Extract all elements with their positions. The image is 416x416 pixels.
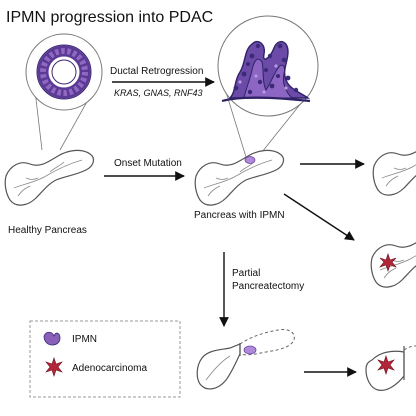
onset-mutation-label: Onset Mutation: [114, 158, 182, 169]
legend: IPMN Adenocarcinoma: [29, 320, 181, 398]
pancreas-with-ipmn: [194, 149, 285, 206]
pancreas-with-adenocarcinoma: [370, 231, 416, 288]
epithelial-ring: [36, 44, 92, 100]
ductal-retrogression-label: Ductal Retrogression: [110, 66, 203, 77]
adenocarcinoma-icon: [45, 357, 63, 377]
progression-arrow-diagonal: [283, 193, 355, 241]
ipmn-icon-bottom: [243, 345, 257, 355]
healthy-pancreas: [4, 149, 95, 206]
legend-label-ipmn: IPMN: [72, 334, 97, 345]
diagram-title: IPMN progression into PDAC: [6, 9, 213, 26]
legend-item-ipmn: IPMN: [43, 331, 97, 346]
pancreatectomy-label: Pancreatectomy: [232, 281, 304, 292]
tumor-star-icon-bottom: [377, 355, 395, 375]
legend-label-adenocarcinoma: Adenocarcinoma: [72, 363, 147, 374]
ipmn-lesion-marker: [244, 156, 256, 164]
pancreas-with-ipmn-label: Pancreas with IPMN: [194, 210, 285, 221]
papillary-growth: [221, 40, 311, 103]
resected-pancreas: [196, 329, 295, 390]
pancreas-top-right: [372, 139, 416, 196]
partial-label: Partial: [232, 268, 260, 279]
healthy-duct-zoom: [25, 33, 103, 151]
tumor-star-icon: [379, 253, 397, 272]
ipmn-zoom: [217, 15, 319, 158]
mutations-label: KRAS, GNAS, RNF43: [114, 88, 203, 98]
ipmn-icon: [43, 331, 61, 346]
legend-item-adenocarcinoma: Adenocarcinoma: [45, 357, 147, 377]
resected-pancreas-adenocarcinoma: [365, 345, 416, 391]
healthy-pancreas-label: Healthy Pancreas: [8, 225, 87, 236]
